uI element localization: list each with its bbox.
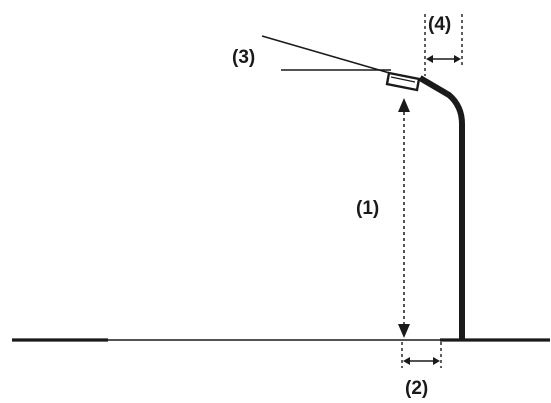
tilt-angle-label: (3): [232, 47, 255, 68]
overhang-label: (4): [428, 14, 451, 35]
mounting-height-label: (1): [356, 198, 379, 219]
mounting-height-dimension: [398, 98, 410, 338]
tilt-angle-indicator: [261, 35, 394, 75]
setback-label: (2): [405, 378, 428, 399]
luminaire: [385, 71, 421, 92]
setback-dimension: [401, 342, 442, 368]
overhang-dimension: [424, 14, 463, 76]
pole: [418, 75, 465, 340]
